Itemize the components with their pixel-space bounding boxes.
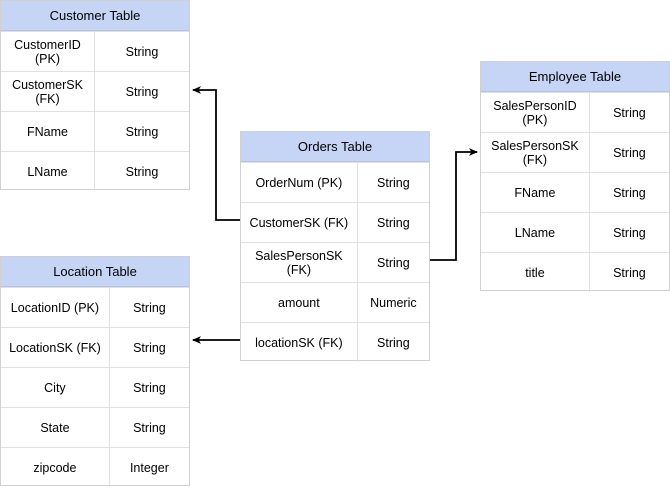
table-row[interactable]: LName String (1, 151, 189, 191)
field-type-cell: String (377, 255, 410, 270)
field-name-cell: LName (1, 152, 95, 191)
field-name-cell: SalesPersonID (PK) (481, 93, 590, 132)
field-name-cell: OrderNum (PK) (241, 163, 358, 202)
field-name-cell: City (1, 368, 110, 407)
field-type-cell: String (133, 340, 166, 355)
table-row[interactable]: CustomerSK (FK) String (241, 202, 429, 242)
field-name-cell: CustomerID (PK) (1, 32, 95, 71)
table-row[interactable]: FName String (481, 172, 669, 212)
field-type-cell: String (125, 164, 159, 179)
field-name-cell: LocationID (PK) (1, 288, 110, 327)
table-row[interactable]: title String (481, 252, 669, 292)
table-row[interactable]: locationSK (FK) String (241, 322, 429, 362)
field-type-cell: String (133, 300, 166, 315)
table-row[interactable]: FName String (1, 111, 189, 151)
table-row[interactable]: CustomerSK (FK) String (1, 71, 189, 111)
entity-table-title-customer: Customer Table (1, 1, 189, 31)
entity-table-title-employee: Employee Table (481, 62, 669, 92)
table-row[interactable]: LocationSK (FK) String (1, 327, 189, 367)
table-row[interactable]: LocationID (PK) String (1, 287, 189, 327)
relationship-arrow-orders-to-employee[interactable] (430, 148, 478, 261)
table-row[interactable]: OrderNum (PK) String (241, 162, 429, 202)
field-name-cell: zipcode (1, 448, 110, 487)
field-type-cell: String (125, 44, 159, 59)
table-row[interactable]: SalesPersonSK (FK) String (241, 242, 429, 282)
table-row[interactable]: City String (1, 367, 189, 407)
table-row[interactable]: CustomerID (PK) String (1, 31, 189, 71)
field-name-cell: LName (481, 213, 590, 252)
field-name-cell: amount (241, 283, 358, 322)
field-type-cell: String (613, 225, 646, 240)
field-type-cell: String (377, 175, 410, 190)
field-type-cell: String (377, 335, 410, 350)
field-type-cell: String (613, 105, 646, 120)
entity-table-title-orders: Orders Table (241, 132, 429, 162)
table-row[interactable]: State String (1, 407, 189, 447)
table-row[interactable]: LName String (481, 212, 669, 252)
field-name-cell: CustomerSK (FK) (241, 203, 358, 242)
field-type-cell: Integer (129, 460, 169, 475)
field-type-cell: String (133, 420, 166, 435)
entity-table-title-location: Location Table (1, 257, 189, 287)
field-name-cell: State (1, 408, 110, 447)
field-name-cell: FName (1, 112, 95, 151)
field-name-cell: title (481, 253, 590, 292)
table-row[interactable]: amount Numeric (241, 282, 429, 322)
field-name-cell: locationSK (FK) (241, 323, 358, 362)
field-type-cell: String (613, 145, 646, 160)
field-type-cell: Numeric (370, 295, 417, 310)
field-type-cell: String (377, 215, 410, 230)
relationship-arrow-orders-to-customer[interactable] (192, 86, 240, 221)
field-name-cell: CustomerSK (FK) (1, 72, 95, 111)
field-type-cell: String (125, 84, 159, 99)
table-row[interactable]: zipcode Integer (1, 447, 189, 487)
field-name-cell: SalesPersonSK (FK) (241, 243, 358, 282)
table-row[interactable]: SalesPersonSK (FK) String (481, 132, 669, 172)
field-name-cell: LocationSK (FK) (1, 328, 110, 367)
field-type-cell: String (613, 185, 646, 200)
field-type-cell: String (133, 380, 166, 395)
table-row[interactable]: SalesPersonID (PK) String (481, 92, 669, 132)
field-type-cell: String (125, 124, 159, 139)
field-name-cell: FName (481, 173, 590, 212)
field-type-cell: String (613, 265, 646, 280)
field-name-cell: SalesPersonSK (FK) (481, 133, 590, 172)
